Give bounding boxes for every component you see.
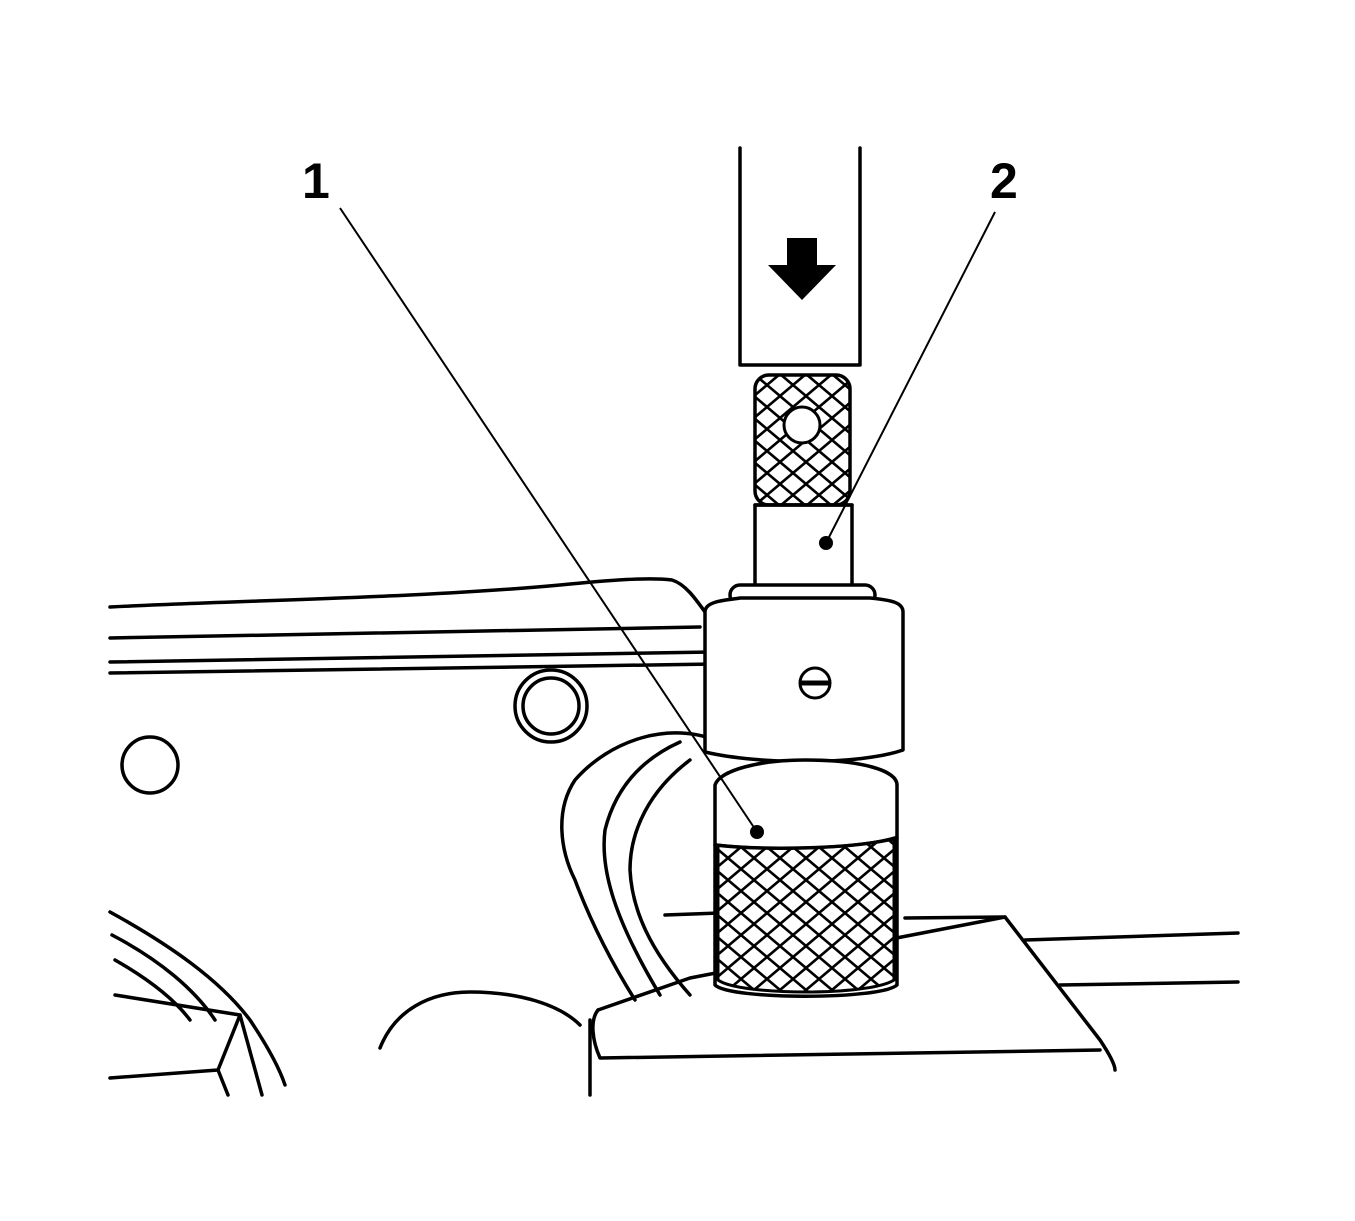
installer-tool <box>703 146 905 998</box>
housing-outline <box>108 577 1240 1097</box>
callout-1: 1 <box>302 153 764 839</box>
grip-hole <box>782 405 822 445</box>
callout-2-label: 2 <box>990 153 1018 209</box>
callout-1-dot <box>750 825 764 839</box>
callout-2: 2 <box>819 153 1018 550</box>
callout-1-label: 1 <box>302 153 330 209</box>
callout-2-dot <box>819 536 833 550</box>
installer-handle <box>738 146 862 367</box>
knurled-sleeve <box>716 836 896 994</box>
down-arrow-icon <box>768 238 836 300</box>
